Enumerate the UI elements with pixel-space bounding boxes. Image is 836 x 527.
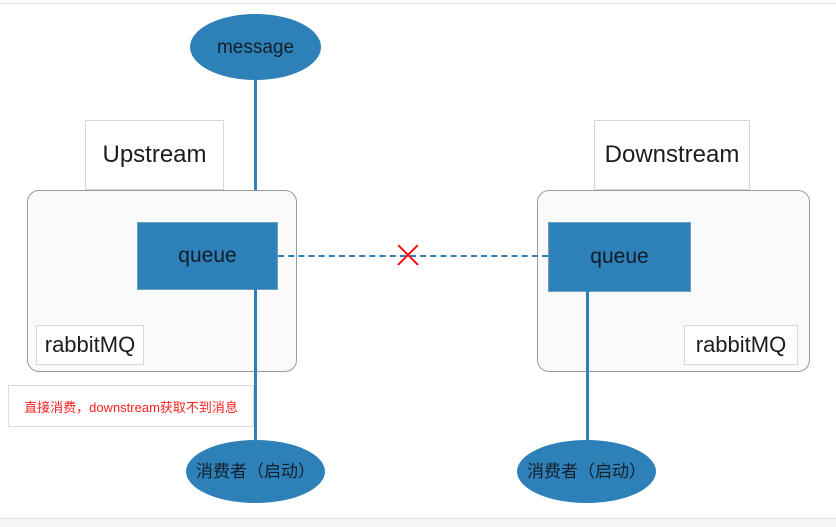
node-message-label: message (216, 36, 295, 58)
page-top-rule (0, 3, 836, 4)
node-consumer-right[interactable]: 消费者（启动） (517, 440, 656, 503)
page-bottom-rule (0, 518, 836, 519)
label-upstream-text: Upstream (102, 141, 207, 168)
label-upstream-rabbitmq: rabbitMQ (36, 325, 144, 365)
node-consumer-right-label: 消费者（启动） (527, 462, 646, 481)
label-downstream-text: Downstream (604, 141, 740, 168)
annotation-note: 直接消费，downstream获取不到消息 (8, 385, 254, 427)
label-downstream: Downstream (594, 120, 750, 190)
x-mark-icon (394, 241, 422, 269)
label-upstream: Upstream (85, 120, 224, 190)
page-bottom-band (0, 519, 836, 527)
edge-upstream-queue-to-consumer (254, 286, 257, 458)
label-upstream-rabbitmq-text: rabbitMQ (44, 332, 136, 357)
edge-queue-to-queue-dashed (278, 255, 548, 257)
node-consumer-left[interactable]: 消费者（启动） (186, 440, 325, 503)
node-upstream-queue-label: queue (178, 244, 237, 267)
node-message[interactable]: message (190, 14, 321, 80)
annotation-note-text: 直接消费，downstream获取不到消息 (24, 399, 238, 415)
edge-message-to-upstream-queue (254, 72, 257, 227)
label-downstream-rabbitmq: rabbitMQ (684, 325, 798, 365)
edge-downstream-queue-to-consumer (586, 288, 589, 458)
label-downstream-rabbitmq-text: rabbitMQ (695, 332, 787, 357)
node-consumer-left-label: 消费者（启动） (196, 462, 315, 481)
node-downstream-queue[interactable]: queue (548, 222, 691, 292)
node-downstream-queue-label: queue (590, 245, 649, 268)
node-upstream-queue[interactable]: queue (137, 222, 278, 290)
